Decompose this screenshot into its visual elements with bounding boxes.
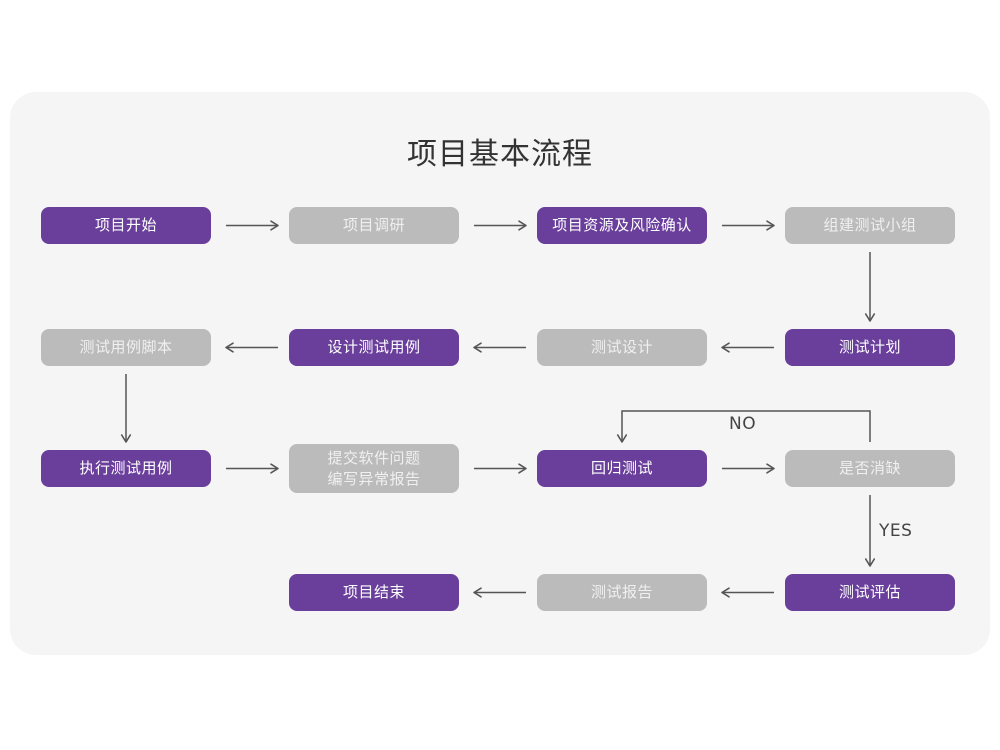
node-test-design[interactable]: 测试设计	[537, 329, 707, 366]
node-build-test-team[interactable]: 组建测试小组	[785, 207, 955, 244]
node-submit-defects-report[interactable]: 提交软件问题 编写异常报告	[289, 444, 459, 493]
node-test-report[interactable]: 测试报告	[537, 574, 707, 611]
node-project-end[interactable]: 项目结束	[289, 574, 459, 611]
node-project-research[interactable]: 项目调研	[289, 207, 459, 244]
page-title: 项目基本流程	[407, 137, 593, 172]
edge-label-yes: YES	[879, 521, 913, 541]
edge-label-no: NO	[729, 414, 757, 434]
node-test-evaluation[interactable]: 测试评估	[785, 574, 955, 611]
node-design-test-cases[interactable]: 设计测试用例	[289, 329, 459, 366]
node-regression-test[interactable]: 回归测试	[537, 450, 707, 487]
node-resource-risk-confirm[interactable]: 项目资源及风险确认	[537, 207, 707, 244]
node-test-case-script[interactable]: 测试用例脚本	[41, 329, 211, 366]
node-test-plan[interactable]: 测试计划	[785, 329, 955, 366]
diagram-panel	[10, 92, 990, 655]
node-defects-cleared-decision[interactable]: 是否消缺	[785, 450, 955, 487]
node-project-start[interactable]: 项目开始	[41, 207, 211, 244]
node-execute-test-cases[interactable]: 执行测试用例	[41, 450, 211, 487]
